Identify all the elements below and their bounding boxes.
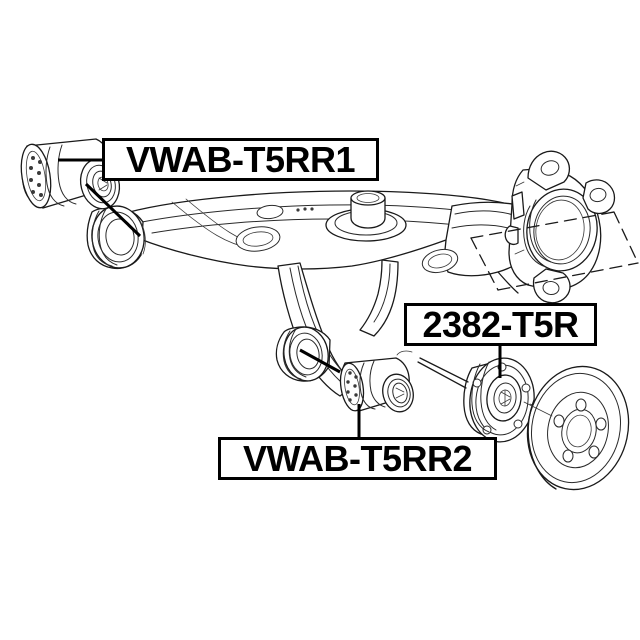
knuckle-part [504, 150, 616, 304]
front-bushing-mount [86, 205, 146, 270]
rear-bushing-part [339, 357, 414, 413]
construction-lines [470, 211, 639, 291]
trailing-arm-part [121, 190, 541, 397]
front-bushing-part [20, 138, 121, 210]
callout-vwab-t5rr1[interactable]: VWAB-T5RR1 [102, 138, 379, 181]
leader-lines [58, 158, 502, 437]
brake-rotor-part [523, 365, 630, 491]
callout-2382-t5r[interactable]: 2382-T5R [404, 303, 597, 346]
callout-vwab-t5rr2[interactable]: VWAB-T5RR2 [218, 437, 497, 480]
